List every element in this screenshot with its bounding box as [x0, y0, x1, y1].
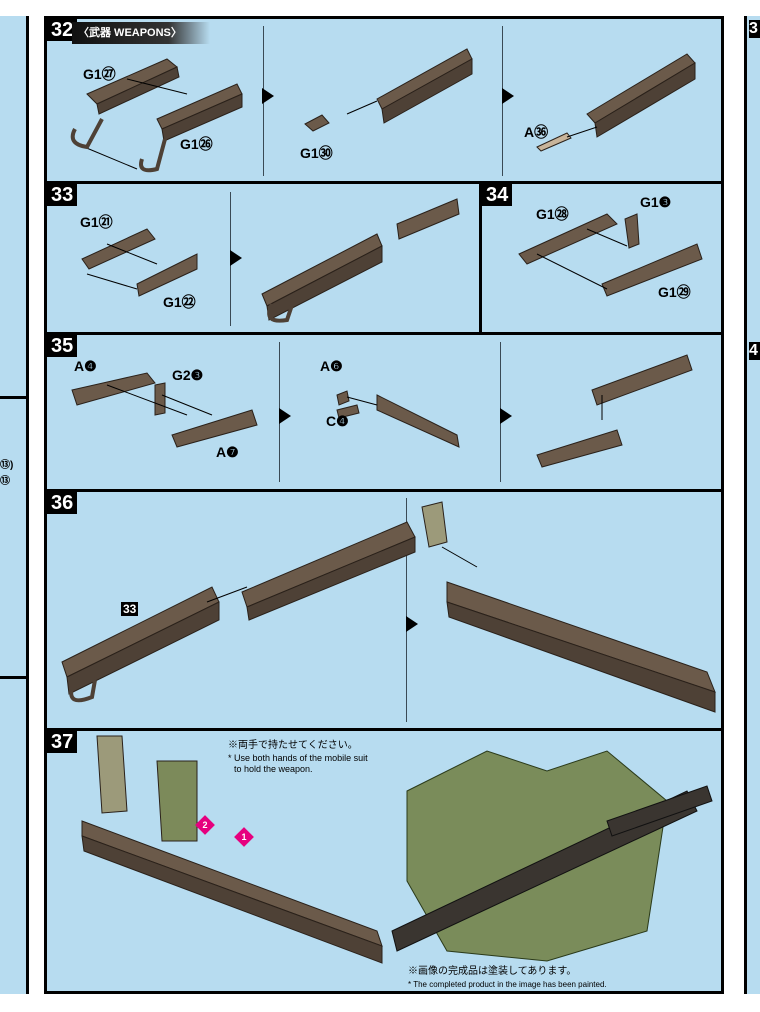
step-33-34-illustration: [81, 198, 703, 323]
right-edge-step: 3: [749, 20, 760, 38]
left-page-edge: ⑬) ⑬: [0, 16, 29, 994]
part-label: G1㉚: [300, 145, 333, 161]
part-label: A❹: [74, 358, 97, 374]
next-arrow-icon: [279, 408, 291, 424]
step-badge-2: 2: [195, 815, 215, 835]
hold-note-en: to hold the weapon.: [234, 764, 313, 774]
next-arrow-icon: [230, 250, 242, 266]
hold-note-en: * Use both hands of the mobile suit: [228, 753, 368, 763]
part-label: G1㉒: [163, 294, 196, 310]
step-number: 34: [482, 184, 513, 206]
part-label: A❼: [216, 444, 239, 460]
section-title: 〈武器 WEAPONS〉: [72, 22, 210, 44]
part-label: G1㉙: [658, 284, 691, 300]
part-label: G1㉘: [536, 206, 569, 222]
step-number: 37: [47, 731, 78, 753]
step-37-illustration: [81, 735, 713, 964]
part-label: C❹: [326, 413, 349, 429]
step-number: 35: [47, 335, 78, 357]
left-edge-mark: ⑬: [0, 476, 10, 487]
hold-note-jp: ※両手で持たせてください。: [228, 740, 358, 751]
paint-note-en: * The completed product in the image has…: [408, 980, 607, 989]
step-number: 33: [47, 184, 78, 206]
step-badge-1: 1: [234, 827, 254, 847]
step-number: 36: [47, 492, 78, 514]
step-33-panel: [47, 184, 479, 332]
part-label: A❻: [320, 358, 343, 374]
divider: [406, 498, 407, 722]
next-arrow-icon: [500, 408, 512, 424]
left-edge-divider: [0, 676, 26, 679]
step-32-illustration: [70, 48, 696, 173]
left-edge-mark: ⑬): [0, 460, 14, 471]
left-edge-divider: [0, 396, 26, 399]
step-reference: 33: [121, 602, 139, 616]
step-36-illustration: [61, 501, 716, 713]
part-label: G1㉗: [83, 66, 116, 82]
step-35-illustration: [71, 354, 693, 468]
paint-note-jp: ※画像の完成品は塗装してあります。: [408, 966, 577, 977]
next-arrow-icon: [502, 88, 514, 104]
part-label: G1㉑: [80, 214, 113, 230]
part-label: A㊱: [524, 124, 549, 140]
right-edge-step: 4: [749, 342, 760, 360]
right-page-edge: 3 4: [744, 16, 760, 994]
part-label: G1❸: [640, 194, 672, 210]
next-arrow-icon: [406, 616, 418, 632]
next-arrow-icon: [262, 88, 274, 104]
part-label: G2❸: [172, 367, 204, 383]
part-label: G1㉖: [180, 136, 213, 152]
step-number: 32: [47, 19, 78, 41]
